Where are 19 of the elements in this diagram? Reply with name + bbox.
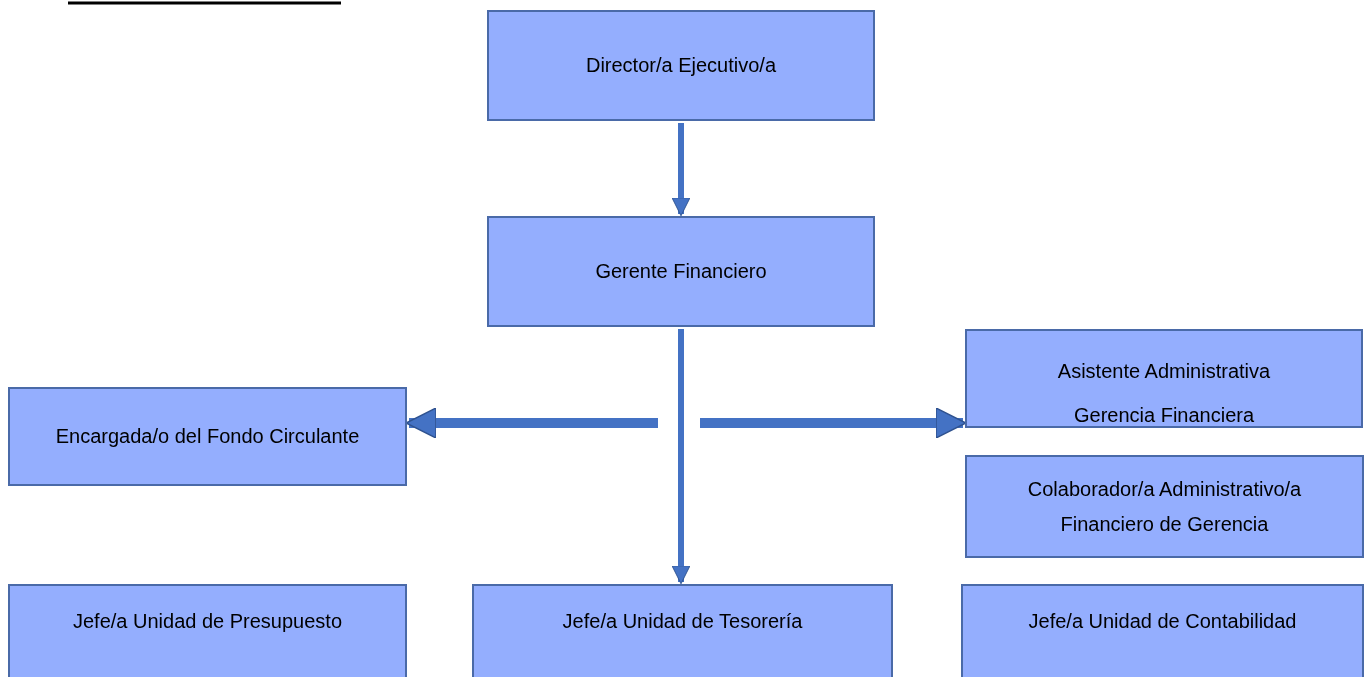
position-box xyxy=(8,387,407,486)
position-box xyxy=(8,584,407,677)
position-title: Encargada/o del Fondo Circulante xyxy=(54,424,361,449)
position-box xyxy=(472,584,893,677)
position-title: Gerente Financiero xyxy=(594,259,768,284)
position-title: Colaborador/a Administrativo/a Financiero de Gerencia xyxy=(1026,476,1303,537)
position-box xyxy=(965,329,1363,428)
position-title: Jefe/a Unidad de Contabilidad xyxy=(1027,609,1298,634)
arrow xyxy=(671,329,691,585)
position-title: Jefe/a Unidad de Tesorería xyxy=(561,609,804,634)
position-box xyxy=(961,584,1364,677)
position-title: Director/a Ejecutivo/a xyxy=(584,53,778,78)
position-title: Asistente Administrativa Gerencia Financiera xyxy=(1056,359,1272,428)
position-box xyxy=(487,10,875,121)
arrow xyxy=(671,123,691,217)
position-box xyxy=(965,455,1364,558)
position-title: Jefe/a Unidad de Presupuesto xyxy=(71,609,344,634)
arrow xyxy=(700,407,967,439)
position-box xyxy=(487,216,875,327)
